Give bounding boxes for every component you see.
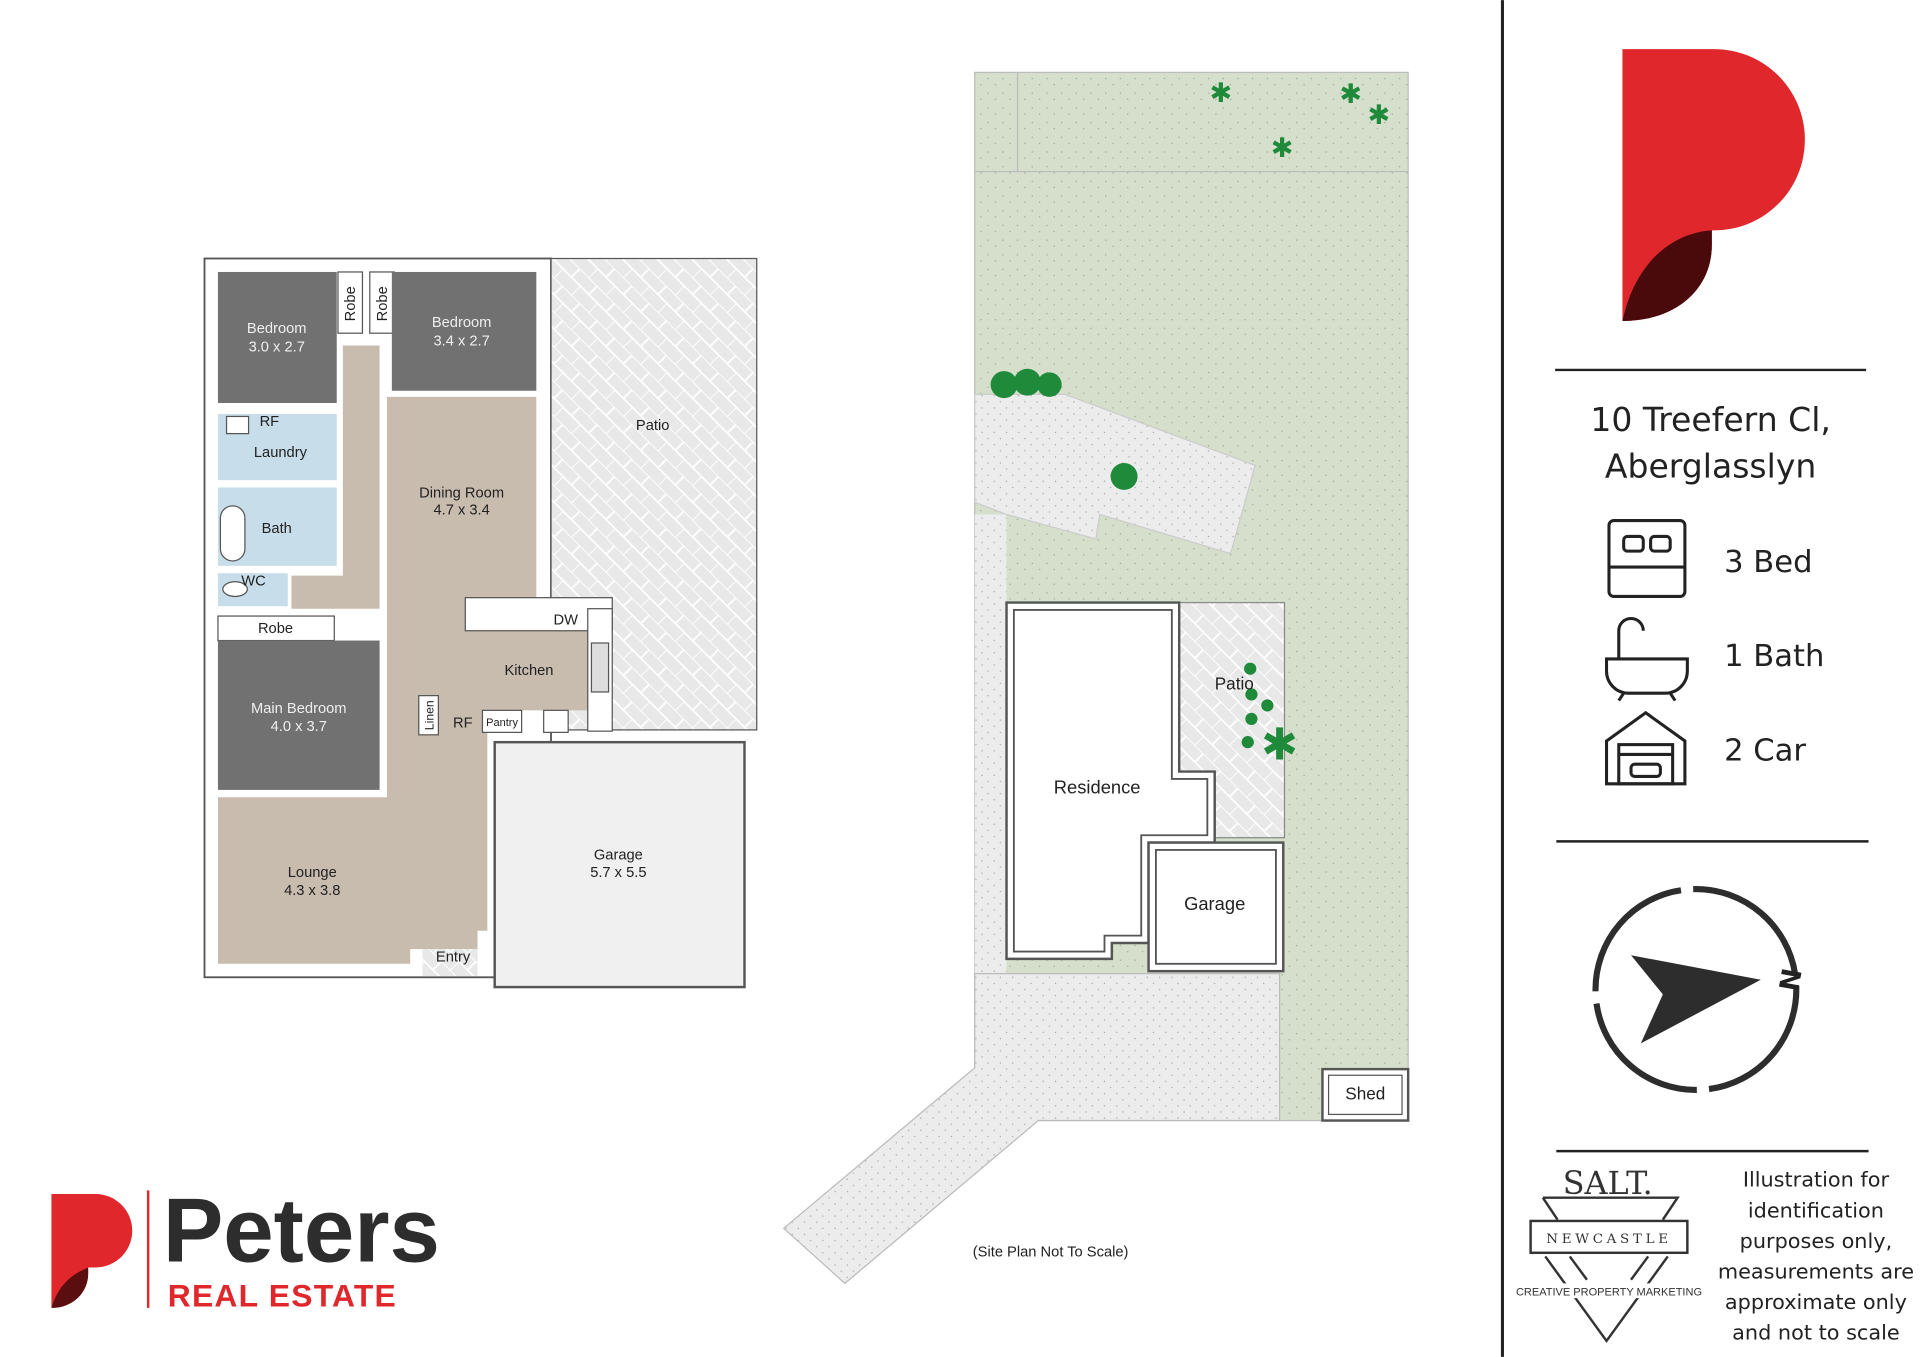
bath-label: Bath xyxy=(262,521,292,537)
room-size: 3.4 x 2.7 xyxy=(433,333,489,349)
linen-label: Linen xyxy=(422,700,436,730)
disclaimer-line: Illustration for xyxy=(1743,1168,1890,1192)
brand-p-logo xyxy=(1622,49,1805,321)
compass-north-label: N xyxy=(1772,966,1806,994)
rf-label: RF xyxy=(260,414,280,430)
svg-text:✱: ✱ xyxy=(1367,100,1390,131)
feature-beds: 3 Bed xyxy=(1724,545,1812,580)
garage-icon xyxy=(1605,710,1687,786)
bed-icon xyxy=(1607,519,1687,598)
tree-icons xyxy=(990,368,1274,749)
bedroom-1 xyxy=(217,271,337,403)
salt-logo: SALT. NEWCASTLE CREATIVE PROPERTY MARKET… xyxy=(1516,1164,1702,1344)
salt-logo-city: NEWCASTLE xyxy=(1546,1232,1671,1247)
svg-text:✱: ✱ xyxy=(1271,133,1294,164)
room-size: 3.0 x 2.7 xyxy=(249,340,305,356)
disclaimer-line: identification xyxy=(1748,1198,1884,1222)
svg-text:✱: ✱ xyxy=(1339,79,1362,110)
brand-name: Peters xyxy=(163,1180,440,1281)
disclaimer-line: measurements are xyxy=(1718,1259,1914,1283)
hallway xyxy=(291,345,380,609)
room-label: Bedroom xyxy=(247,321,307,337)
robe-label: Robe xyxy=(343,286,359,321)
feature-baths: 1 Bath xyxy=(1724,639,1824,674)
site-garage xyxy=(1147,841,1285,973)
driveway xyxy=(782,972,1281,1285)
entry-label: Entry xyxy=(436,949,471,965)
site-garage-label: Garage xyxy=(1184,893,1245,914)
shed xyxy=(1321,1067,1410,1122)
robe-label: Robe xyxy=(258,621,293,637)
disclaimer: Illustration for identification purposes… xyxy=(1718,1168,1914,1345)
bath-icon xyxy=(1605,616,1689,702)
site-plan-note: (Site Plan Not To Scale) xyxy=(973,1244,1129,1260)
address-line-2: Aberglasslyn xyxy=(1605,447,1816,486)
feature-cars: 2 Car xyxy=(1724,734,1806,769)
disclaimer-line: approximate only xyxy=(1725,1290,1907,1314)
kitchen-label: Kitchen xyxy=(504,663,553,679)
room-label: Lounge xyxy=(288,865,337,881)
floor-plan: Bedroom 3.0 x 2.7 Bedroom 3.4 x 2.7 Dini… xyxy=(203,257,758,989)
main-bedroom xyxy=(217,640,380,790)
brand-tagline: REAL ESTATE xyxy=(168,1278,397,1314)
room-label: Main Bedroom xyxy=(251,701,347,717)
pantry-label: Pantry xyxy=(486,717,518,729)
disclaimer-line: and not to scale xyxy=(1732,1321,1899,1345)
dw-label: DW xyxy=(553,613,578,629)
room-label: Garage xyxy=(594,848,643,864)
room-label: Dining Room xyxy=(419,485,504,501)
svg-text:✱: ✱ xyxy=(1261,719,1298,770)
residence-label: Residence xyxy=(1054,777,1141,798)
address-line-1: 10 Treefern Cl, xyxy=(1590,400,1831,439)
peters-logo: Peters REAL ESTATE xyxy=(51,1180,440,1314)
room-size: 5.7 x 5.5 xyxy=(590,865,646,881)
site-patio-label: Patio xyxy=(1215,674,1254,694)
room-size: 4.0 x 3.7 xyxy=(271,719,327,735)
salt-logo-title: SALT. xyxy=(1563,1164,1653,1202)
svg-text:✱: ✱ xyxy=(1210,78,1233,109)
site-plan: ✱✱✱✱✱ Residence Garage Patio Shed (Site … xyxy=(782,71,1410,1285)
garage-room xyxy=(493,740,746,989)
room-size: 4.7 x 3.4 xyxy=(433,502,489,518)
room-size: 4.3 x 3.8 xyxy=(284,883,340,899)
room-label: Bedroom xyxy=(432,315,492,331)
rf-label: RF xyxy=(453,715,473,731)
shrub-icons: ✱✱✱✱✱ xyxy=(1210,78,1391,771)
compass-icon: N xyxy=(1592,886,1806,1093)
bedroom-2 xyxy=(391,271,537,391)
disclaimer-line: purposes only, xyxy=(1740,1229,1893,1253)
laundry-label: Laundry xyxy=(254,445,308,461)
wc-label: WC xyxy=(241,573,266,589)
shed-label: Shed xyxy=(1345,1084,1385,1104)
robe-label: Robe xyxy=(375,286,391,321)
patio-label: Patio xyxy=(636,418,669,434)
salt-logo-sub: CREATIVE PROPERTY MARKETING xyxy=(1516,1287,1702,1299)
living-area xyxy=(217,396,588,964)
